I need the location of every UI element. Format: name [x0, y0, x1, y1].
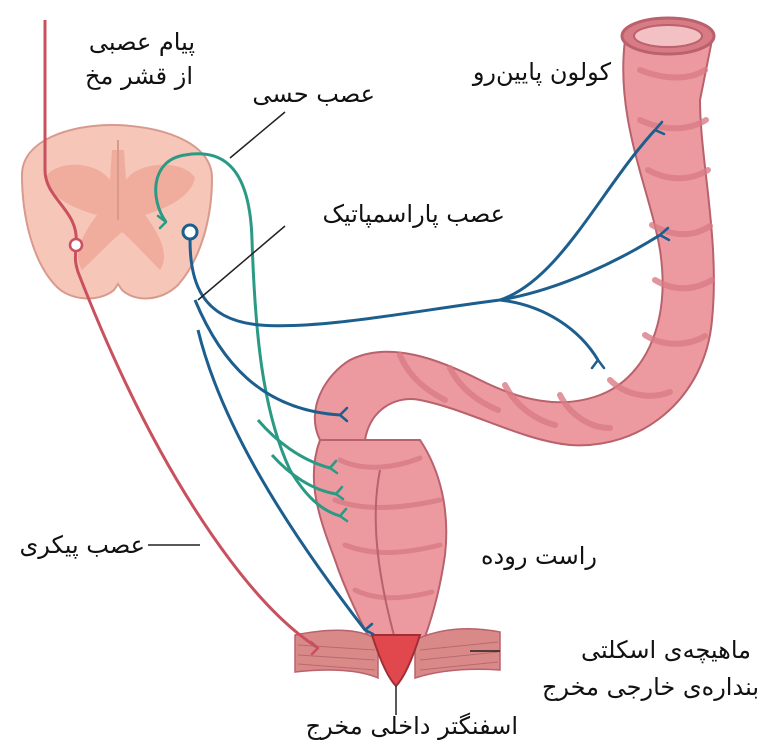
label-skeletal-muscle-line2: بنداره‌ی خارجی مخرج — [542, 673, 759, 701]
label-cortex-signal-line1: پیام عصبی — [89, 28, 195, 56]
label-internal-sphincter: اسفنگتر داخلی مخرج — [306, 712, 518, 740]
internal-anal-sphincter — [372, 635, 420, 686]
label-sensory-nerve: عصب حسی — [252, 80, 375, 108]
spinal-cord-cross-section — [22, 125, 212, 298]
label-cortex-signal-line2: از قشر مخ — [85, 62, 193, 90]
label-somatic-nerve: عصب پیکری — [19, 531, 145, 559]
label-parasympathetic-nerve: عصب پاراسمپاتیک — [322, 200, 505, 228]
label-descending-colon: کولون پایین‌رو — [473, 58, 611, 86]
label-skeletal-muscle-line1: ماهیچه‌ی اسکلتی — [581, 636, 751, 664]
label-rectum: راست روده — [481, 542, 597, 570]
